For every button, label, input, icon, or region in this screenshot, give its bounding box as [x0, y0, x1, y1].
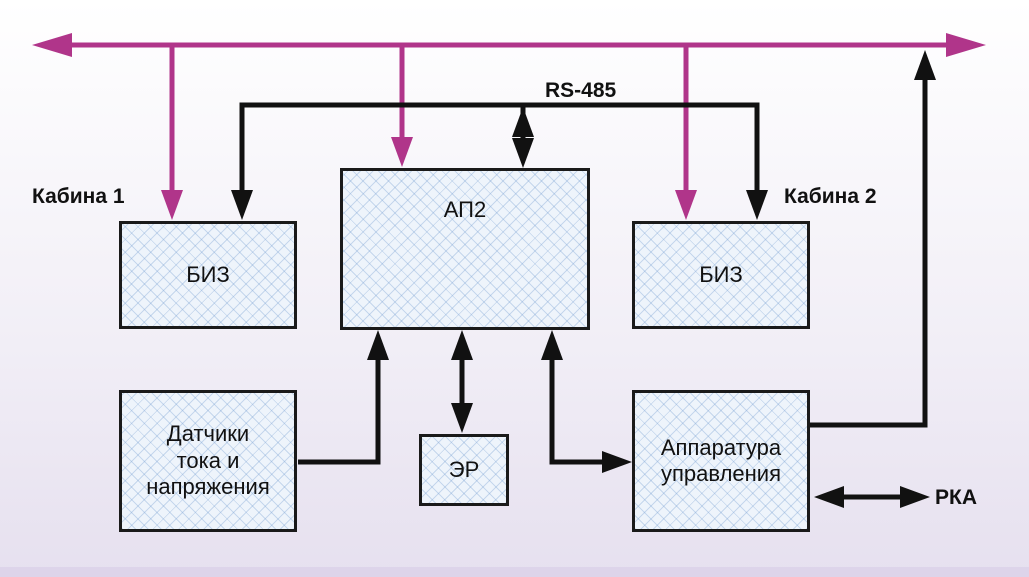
rka-label: РКА [935, 486, 977, 509]
control-label-line2: управления [661, 461, 781, 486]
sensors-label-line1: Датчики [166, 421, 250, 447]
control-apparatus-block: Аппаратура управления [632, 390, 810, 532]
ap2-block: АП2 [340, 168, 590, 330]
biz-block-cabin2: БИЗ [632, 221, 810, 329]
sensors-label-line2: тока и [176, 447, 240, 473]
er-block: ЭР [419, 434, 509, 506]
control-label-line1: Аппаратура [660, 434, 782, 460]
black-arrowheads [231, 50, 936, 508]
magenta-arrowheads [32, 33, 986, 220]
bottom-band [0, 567, 1029, 577]
biz-block-cabin1-label: БИЗ [186, 261, 230, 287]
biz-block-cabin1: БИЗ [119, 221, 297, 329]
sensors-label-line3: напряжения [146, 474, 270, 500]
magenta-bus [50, 42, 968, 203]
ap2-block-label: АП2 [443, 197, 487, 222]
cabin2-label: Кабина 2 [784, 185, 877, 208]
biz-block-cabin2-label: БИЗ [699, 261, 743, 287]
sensors-block: Датчики тока и напряжения [119, 390, 297, 532]
cabin1-label: Кабина 1 [32, 185, 125, 208]
rs485-label: RS-485 [545, 79, 617, 102]
er-block-label: ЭР [448, 456, 480, 482]
